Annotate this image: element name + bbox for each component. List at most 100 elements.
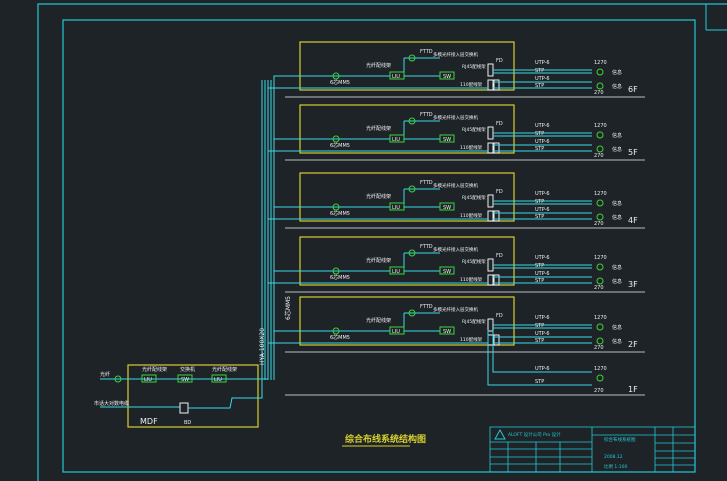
- floor-outlet-info-2: 信息: [612, 83, 622, 90]
- riser-label-fiber: 6芯MM5: [284, 296, 292, 320]
- patch-panel-icon: [487, 274, 494, 286]
- floor1-utp-top: UTP-6: [535, 366, 550, 372]
- floor-fttd-note: 多模光纤接入层交换机: [433, 306, 478, 313]
- floor-fiber-panel-label: 光纤配线架: [366, 62, 391, 69]
- floor-outlet-info: 信息: [612, 324, 622, 331]
- fttd-connector-icon: [408, 54, 416, 62]
- floor-outlet-bottom: 270: [594, 221, 604, 227]
- floor-sw-box: [439, 266, 455, 275]
- floor-liu-text: LIU: [392, 74, 400, 80]
- floor-utp-bottom: STP: [535, 278, 544, 284]
- mdf-panel2-label: 光纤配线架: [212, 366, 237, 373]
- patch-panel-icon: [487, 334, 494, 346]
- floor-fttd-note: 多模光纤接入层交换机: [433, 114, 478, 121]
- rj45-panel-icon: [487, 194, 494, 208]
- floor-sw-box: [439, 202, 455, 211]
- floor-cabinet-box: [299, 41, 515, 91]
- floor-label: 5F: [628, 148, 638, 157]
- floor-fiber-label: 6芯MM5: [330, 334, 350, 341]
- floor-panel-bottom-label: 110配线架: [460, 336, 483, 343]
- floor-panel-bottom-label: 110配线架: [460, 144, 483, 151]
- patch-panel-icon: [487, 79, 494, 91]
- floor-hub-label: RJ45配线架: [462, 258, 486, 265]
- floor-label: 6F: [628, 85, 638, 94]
- outlet-icon: [596, 213, 604, 221]
- title-block: [489, 426, 696, 473]
- fttd-connector-icon: [408, 117, 416, 125]
- rj45-panel-icon: [487, 63, 494, 77]
- outlet-icon: [596, 323, 604, 331]
- company-logo-icon: [494, 428, 506, 440]
- floor-cabinet-label: FD: [496, 253, 503, 259]
- title-block-drawing-name: 综合布线系统图: [604, 436, 636, 443]
- patch-panel-icon: [487, 142, 494, 154]
- floor-cabinet-label: FD: [496, 58, 503, 64]
- title-block-scale: 比例 1:100: [604, 463, 628, 470]
- outlet-icon: [596, 145, 604, 153]
- floor1-label: 1F: [628, 385, 638, 394]
- outlet-icon: [596, 82, 604, 90]
- floor-cabinet-box: [299, 236, 515, 286]
- floor-liu-text: LIU: [392, 269, 400, 275]
- floor-outlet-bottom: 270: [594, 90, 604, 96]
- mdf-panel-label: 光纤配线架: [142, 366, 167, 373]
- floor-1: UTP-6 STP 1270 270 1F: [285, 330, 645, 396]
- floor-fiber-label: 6芯MM5: [330, 79, 350, 86]
- floor-outlet-top: 1270: [594, 191, 607, 197]
- floor-utp-low: UTP-6: [535, 76, 550, 82]
- floor-fttd-label: FTTD: [420, 304, 433, 310]
- floor-liu-text: LIU: [392, 329, 400, 335]
- floor-cabinet-box: [299, 172, 515, 222]
- floor-sw-text: SW: [443, 329, 451, 335]
- outlet-icon: [596, 68, 604, 76]
- floor-utp-bottom: STP: [535, 214, 544, 220]
- floor-panel-bottom-label: 110配线架: [460, 81, 483, 88]
- floor-fiber-label: 6芯MM5: [330, 274, 350, 281]
- floor-outlet-bottom: 270: [594, 345, 604, 351]
- floor-fttd-label: FTTD: [420, 180, 433, 186]
- rj45-panel-icon: [487, 318, 494, 332]
- floor-cabinet-box: [299, 104, 515, 154]
- floor-outlet-info: 信息: [612, 200, 622, 207]
- fiber-connector-icon: [332, 72, 340, 80]
- floor1-outlet-top: 1270: [594, 366, 607, 372]
- fiber-connector-icon: [332, 327, 340, 335]
- mdf-fiber-in: 光纤: [100, 371, 110, 378]
- floor-utp-top: UTP-6: [535, 123, 550, 129]
- mdf-sw-box: [177, 374, 193, 383]
- floor-hub-label: RJ45配线架: [462, 126, 486, 133]
- title-block-company: ALOFT 设计公司 Pro 设计: [508, 431, 561, 438]
- floor-utp-low: UTP-6: [535, 331, 550, 337]
- floor-utp-bottom: STP: [535, 338, 544, 344]
- floor-fiber-panel-label: 光纤配线架: [366, 193, 391, 200]
- floor-sw-text: SW: [443, 205, 451, 211]
- floor-outlet-bottom: 270: [594, 153, 604, 159]
- fiber-connector-icon: [332, 267, 340, 275]
- fiber-connector-icon: [332, 203, 340, 211]
- floor-label: 3F: [628, 280, 638, 289]
- rj45-panel-icon: [487, 126, 494, 140]
- floor-fiber-panel-label: 光纤配线架: [366, 125, 391, 132]
- floor-outlet-info-2: 信息: [612, 338, 622, 345]
- floor-outlet-bottom: 270: [594, 285, 604, 291]
- floor-utp-bottom: STP: [535, 83, 544, 89]
- floor-fiber-label: 6芯MM5: [330, 142, 350, 149]
- mdf-sw-text: SW: [181, 377, 189, 383]
- rj45-panel-icon: [487, 258, 494, 272]
- floor-panel-bottom-label: 110配线架: [460, 212, 483, 219]
- floor-outlet-info: 信息: [612, 264, 622, 271]
- floor-utp-low: UTP-6: [535, 207, 550, 213]
- fiber-connector-icon: [332, 135, 340, 143]
- floor-outlet-info: 信息: [612, 132, 622, 139]
- mdf-bd-label: BD: [184, 420, 191, 426]
- mdf-liu-box: [141, 374, 157, 383]
- floor-label: 2F: [628, 340, 638, 349]
- floor-cabinet-label: FD: [496, 121, 503, 127]
- floor-utp-mid: STP: [535, 199, 544, 205]
- floor-fiber-label: 6芯MM5: [330, 210, 350, 217]
- floor1-utp-bottom: STP: [535, 379, 544, 385]
